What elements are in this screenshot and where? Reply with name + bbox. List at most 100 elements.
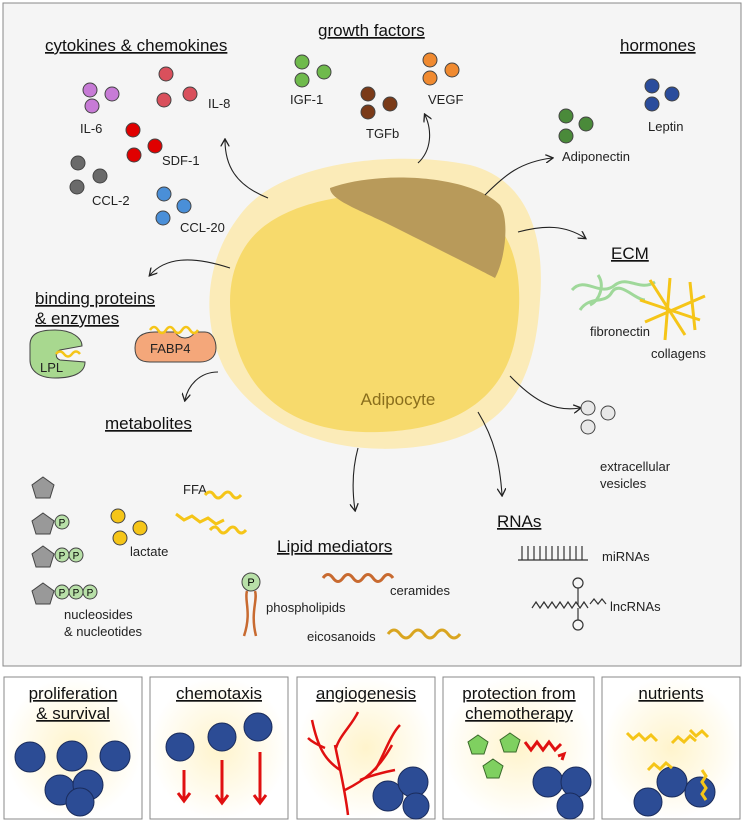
metabolites-title: metabolites xyxy=(105,414,192,433)
effect-panels: proliferation & survival chemotaxis xyxy=(3,676,741,820)
nucleoside-pentagons xyxy=(31,476,55,605)
leptin-label: Leptin xyxy=(648,119,683,134)
ffa-chains xyxy=(175,490,248,535)
fibronectin-label: fibronectin xyxy=(590,324,650,339)
il6-label: IL-6 xyxy=(80,121,102,136)
vegf-molecules xyxy=(422,52,460,86)
panel-title-4a: protection from xyxy=(462,684,575,703)
hormones-title: hormones xyxy=(620,36,696,55)
lactate-molecules xyxy=(110,508,148,546)
igf1-label: IGF-1 xyxy=(290,92,323,107)
fabp4-label: FABP4 xyxy=(150,341,190,356)
tgfb-label: TGFb xyxy=(366,126,399,141)
panel-nutrients: nutrients xyxy=(601,676,741,820)
adiponectin-molecules xyxy=(558,108,594,144)
blocked-drug-arrow xyxy=(523,739,563,753)
tumor-cells xyxy=(532,766,592,820)
hormones-section: hormones Leptin Adiponectin xyxy=(558,36,696,164)
lpl-label: LPL xyxy=(40,360,63,375)
migration-arrows xyxy=(176,752,268,806)
panel-proliferation: proliferation & survival xyxy=(3,676,143,820)
phosphate-groups: P P P P P P xyxy=(54,514,98,600)
phosphate-label: P xyxy=(59,588,66,599)
lipid-title: Lipid mediators xyxy=(277,537,392,556)
panel-title-1b: & survival xyxy=(36,704,110,723)
nucleosides-label: nucleosides xyxy=(64,607,133,622)
ceramide-chain xyxy=(321,573,395,583)
igf1-molecules xyxy=(294,54,332,88)
panel-chemotaxis: chemotaxis xyxy=(149,676,289,820)
ecm-section: ECM fibronectin collagens xyxy=(570,244,706,361)
drug-molecules xyxy=(467,732,521,779)
cell-label: Adipocyte xyxy=(361,390,436,409)
binding-section: binding proteins & enzymes FABP4 LPL xyxy=(29,289,217,379)
ceramides-label: ceramides xyxy=(390,583,450,598)
phospholipid-molecule: P xyxy=(241,572,261,637)
arrow-head xyxy=(557,751,567,761)
rnas-title: RNAs xyxy=(497,512,541,531)
ccl20-label: CCL-20 xyxy=(180,220,225,235)
nucleus xyxy=(330,177,506,278)
il8-label: IL-8 xyxy=(208,96,230,111)
sdf1-label: SDF-1 xyxy=(162,153,200,168)
panel-title-4b: chemotherapy xyxy=(465,704,573,723)
il8-molecules xyxy=(156,66,198,108)
fibronectin-fibers xyxy=(570,274,656,311)
adipocyte: Adipocyte xyxy=(209,158,541,449)
panel-title-5: nutrients xyxy=(638,684,703,703)
rnas-section: RNAs miRNAs lncRNAs xyxy=(497,512,661,631)
lpl-enzyme: LPL xyxy=(29,329,86,379)
ev-label-2: vesicles xyxy=(600,476,647,491)
tumor-cells xyxy=(372,766,430,820)
ccl2-label: CCL-2 xyxy=(92,193,130,208)
mirnas-label: miRNAs xyxy=(602,549,650,564)
il6-molecules xyxy=(82,82,120,114)
vegf-label: VEGF xyxy=(428,92,463,107)
tumor-cells xyxy=(165,712,273,762)
panel-title-2: chemotaxis xyxy=(176,684,262,703)
nucleotides-label: & nucleotides xyxy=(64,624,143,639)
cytokines-title: cytokines & chemokines xyxy=(45,36,227,55)
binding-title-1: binding proteins xyxy=(35,289,155,308)
blood-vessels xyxy=(307,711,401,816)
mirna-shape xyxy=(518,546,588,561)
phosphate-label: P xyxy=(87,588,94,599)
phospholipids-label: phospholipids xyxy=(266,600,346,615)
ffa-label: FFA xyxy=(183,482,207,497)
phosphate-label: P xyxy=(59,518,66,529)
nutrient-chains xyxy=(625,728,710,801)
leptin-molecules xyxy=(644,78,680,112)
lncrnas-label: lncRNAs xyxy=(610,599,661,614)
ccl2-molecules xyxy=(69,155,108,195)
adiponectin-label: Adiponectin xyxy=(562,149,630,164)
eicosanoid-chain xyxy=(386,628,462,640)
collagens-label: collagens xyxy=(651,346,706,361)
lipid-section: Lipid mediators P phospholipids ceramide… xyxy=(241,537,462,644)
phosphate-label: P xyxy=(73,551,80,562)
ev-section: extracellular vesicles xyxy=(580,400,671,491)
tumor-cells xyxy=(633,766,716,817)
lncrna-shape xyxy=(531,577,607,631)
binding-title-2: & enzymes xyxy=(35,309,119,328)
growth-title: growth factors xyxy=(318,21,425,40)
metabolites-section: metabolites P P P P P P nucleosides & nu… xyxy=(31,414,248,639)
ccl20-molecules xyxy=(155,186,192,226)
panel-angiogenesis: angiogenesis xyxy=(296,676,436,820)
panel-title-1a: proliferation xyxy=(29,684,118,703)
lactate-label: lactate xyxy=(130,544,168,559)
phosphate-label: P xyxy=(73,588,80,599)
fabp4-protein: FABP4 xyxy=(134,325,217,363)
secretion-arrows xyxy=(150,115,585,510)
panel-title-3: angiogenesis xyxy=(316,684,416,703)
cytokines-section: cytokines & chemokines IL-6 IL-8 SDF-1 C… xyxy=(45,36,230,235)
growth-factors-section: growth factors IGF-1 TGFb VEGF xyxy=(290,21,463,141)
ecm-title: ECM xyxy=(611,244,649,263)
tumor-cells xyxy=(14,740,131,817)
tgfb-molecules xyxy=(360,86,398,120)
phospholipid-p: P xyxy=(247,577,254,589)
sdf1-molecules xyxy=(125,122,163,163)
phosphate-label: P xyxy=(59,551,66,562)
ev-label-1: extracellular xyxy=(600,459,671,474)
